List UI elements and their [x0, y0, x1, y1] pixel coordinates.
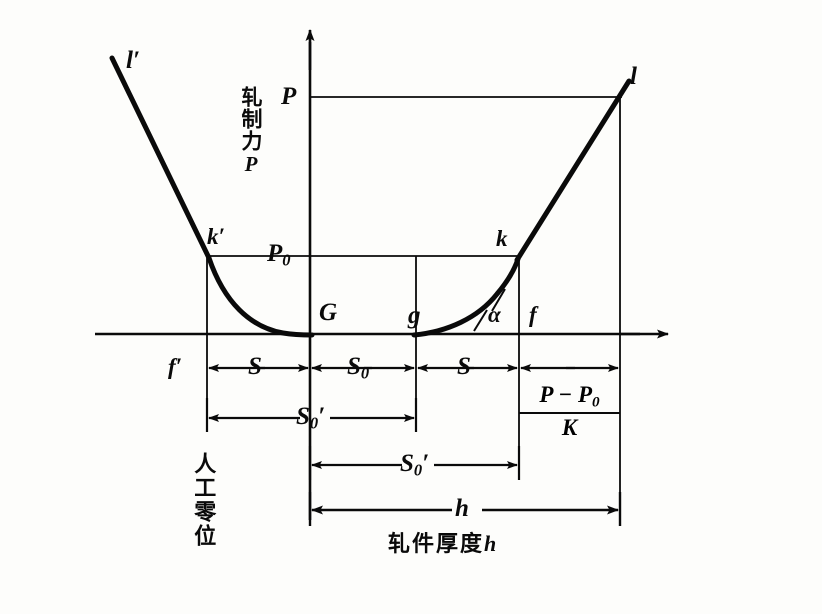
label-point-g: g [408, 303, 421, 328]
label-artificial-zero-position: 人工零位 [190, 452, 215, 548]
reference-line-group [206, 96, 622, 522]
label-force-lower-subscript: 0 [282, 250, 291, 270]
dim-label-no-load-gap-left-subscript: 0 [309, 413, 319, 433]
dim-label-thickness: h [455, 496, 469, 521]
dim-label-gap-center: S0 [347, 354, 369, 382]
label-point-k-left-prime: ′ [218, 224, 225, 249]
label-point-k-right: k [496, 227, 508, 250]
mill-spring-line-left [109, 55, 212, 261]
label-point-k-left: k′ [207, 225, 225, 248]
label-curve-right: l [630, 64, 637, 89]
x-axis-caption-symbol: h [484, 531, 497, 556]
dim-label-thickness-symbol: h [455, 495, 469, 522]
label-force-lower: P0 [267, 241, 291, 269]
label-curve-left-prime: ′ [132, 47, 140, 74]
y-axis-title-symbol: P [239, 152, 264, 177]
label-point-f-right-symbol: f [529, 302, 537, 327]
plastic-curve-left [206, 255, 315, 338]
dim-label-gap-center-subscript: 0 [360, 363, 370, 383]
label-point-g-symbol: g [408, 302, 421, 329]
dim-label-no-load-gap-right-symbol: S [400, 450, 414, 477]
dim-label-no-load-gap-left: S0′ [296, 404, 325, 432]
label-point-f-left-prime: ′ [175, 354, 183, 379]
label-point-k-right-symbol: k [496, 226, 508, 251]
curve-group [109, 55, 632, 338]
dim-label-mill-stretch-numerator-subscript: 0 [592, 393, 600, 411]
dim-label-mill-stretch-numerator: P − P0 [519, 382, 620, 410]
label-curve-left-symbol: l [126, 47, 133, 74]
y-axis-title-text: 轧制力 [239, 86, 264, 152]
label-origin-g: G [319, 300, 337, 325]
label-curve-left: l′ [126, 48, 140, 73]
label-angle-alpha: α [488, 303, 501, 326]
label-artificial-zero-position-text: 人工零位 [190, 452, 216, 548]
dimension-row-3 [308, 446, 521, 480]
dim-label-mill-stretch-denominator: K [561, 415, 578, 441]
label-force-upper-symbol: P [281, 83, 297, 110]
dim-label-mill-stretch: P − P0 K [519, 382, 620, 441]
dimension-row-4 [308, 492, 622, 526]
label-point-f-right: f [529, 303, 537, 326]
dim-label-no-load-gap-left-prime: ′ [318, 403, 326, 430]
dim-label-no-load-gap-right-prime: ′ [422, 450, 430, 477]
dim-label-no-load-gap-right-subscript: 0 [413, 460, 423, 480]
label-point-f-left-symbol: f [168, 354, 176, 379]
alpha-tangent-tick-inner [491, 288, 506, 312]
y-axis-title: 轧制力P [239, 86, 264, 177]
plastic-curve-right [411, 256, 521, 338]
dim-label-gap-left-symbol: S [248, 353, 262, 380]
mill-spring-line-right [514, 78, 632, 263]
label-curve-right-symbol: l [630, 63, 637, 90]
label-force-lower-symbol: P [267, 240, 283, 267]
dim-label-no-load-gap-right: S0′ [400, 451, 429, 479]
alpha-tangent-tick-outer [473, 309, 488, 332]
fraction-bar-icon [519, 412, 620, 415]
label-point-k-left-symbol: k [207, 224, 219, 249]
dim-label-gap-center-symbol: S [347, 353, 361, 380]
dim-label-no-load-gap-left-symbol: S [296, 403, 310, 430]
dim-label-gap-right: S [457, 354, 471, 379]
label-angle-alpha-symbol: α [488, 302, 501, 327]
x-axis-caption-text: 轧件厚度 [388, 532, 485, 557]
dim-label-gap-left: S [248, 354, 262, 379]
axis-group [95, 29, 669, 520]
label-force-upper: P [281, 84, 296, 109]
dimension-row-2 [205, 398, 418, 432]
x-axis-caption: 轧件厚度h [388, 533, 496, 556]
dim-label-gap-right-symbol: S [457, 353, 471, 380]
label-point-f-left: f′ [168, 355, 182, 378]
dim-label-mill-stretch-numerator-text: P − P [539, 382, 593, 407]
label-origin-g-symbol: G [319, 299, 338, 326]
